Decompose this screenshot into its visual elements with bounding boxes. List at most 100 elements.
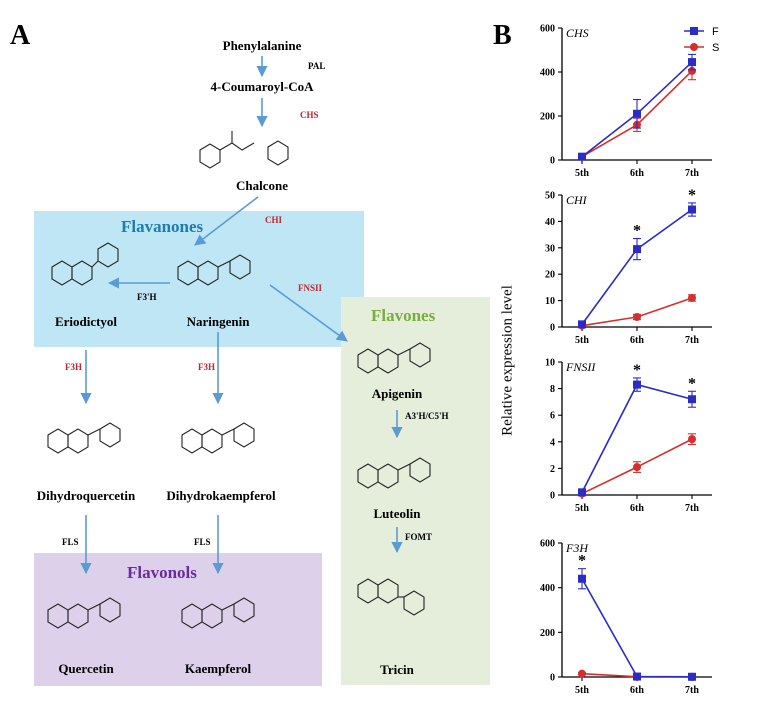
enzyme-fls-right: FLS [194,537,211,547]
legend: F S [684,26,719,54]
flavones-box [341,297,490,685]
enzyme-pal: PAL [308,61,326,71]
f3h-ytick-label: 400 [540,583,555,594]
fnsii-chart-title: FNSII [565,360,596,374]
flavonols-box [34,553,322,686]
naringenin-structure [177,254,251,286]
chi-xtick-label: 5th [575,335,589,346]
enzyme-f3h-prime: F3'H [137,292,157,302]
chi-point-f [578,320,586,329]
fnsii-xtick-label: 7th [685,503,699,514]
chs-point-f [688,58,696,67]
eriodictyol-structure [51,242,119,286]
f3h-series-f-line [581,578,693,678]
f3h-significance-star: * [578,553,586,570]
chalcone-structure [199,131,289,169]
panel-a-letter: A [10,20,31,51]
tricin-structure [357,578,425,616]
fnsii-series-f-line [581,383,693,493]
luteolin-structure [357,457,431,489]
enzyme-chs: CHS [300,110,319,120]
flavones-title: Flavones [371,306,436,325]
chi-xtick-label: 7th [685,335,699,346]
compound-dihydrokaempferol: Dihydrokaempferol [166,488,276,503]
f3h-xtick-label: 7th [685,685,699,696]
compound-phenylalanine: Phenylalanine [222,38,302,53]
chi-point-f [633,245,641,254]
chs-xtick-label: 7th [685,168,699,179]
kaempferol-structure [181,597,255,629]
compound-quercetin: Quercetin [58,661,114,676]
chi-ytick-label: 30 [545,243,555,254]
enzyme-f3h-right: F3H [198,362,215,372]
enzyme-f3h-left: F3H [65,362,82,372]
chs-xtick-label: 6th [630,168,644,179]
enzyme-fnsii: FNSII [298,283,323,293]
f3h-xtick-label: 5th [575,685,589,696]
flavonols-title: Flavonols [127,563,197,582]
f3h-ytick-label: 0 [550,673,555,684]
chi-ytick-label: 50 [545,191,555,202]
chi-point-s [633,312,641,321]
fnsii-point-f [688,395,696,404]
fnsii-point-s [633,463,641,472]
compound-apigenin: Apigenin [371,386,423,401]
f3h-point-f [633,672,641,681]
chs-ytick-label: 600 [540,24,555,35]
fnsii-significance-star: * [633,362,641,379]
legend-marker-f [690,27,698,35]
chs-point-f [578,152,586,161]
f3h-point-f [688,672,696,681]
chs-point-s [688,66,696,75]
enzyme-fls-left: FLS [62,537,79,547]
enzyme-fomt: FOMT [405,532,432,542]
chs-ytick-label: 400 [540,68,555,79]
fnsii-xtick-label: 6th [630,503,644,514]
chi-ytick-label: 20 [545,270,555,281]
fnsii-ytick-label: 4 [550,437,555,448]
chi-ytick-label: 10 [545,296,555,307]
chi-significance-star: * [688,187,696,204]
legend-label-s: S [712,42,719,54]
chi-significance-star: * [633,223,641,240]
compound-chalcone: Chalcone [236,178,288,193]
fnsii-xtick-label: 5th [575,503,589,514]
panel-b-letter: B [493,20,512,51]
compound-luteolin: Luteolin [373,506,421,521]
enzyme-a3h-c5h: A3'H/C5'H [405,411,449,421]
f3h-point-s [578,669,586,678]
flavanones-title: Flavanones [121,217,204,236]
compound-dihydroquercetin: Dihydroquercetin [36,488,136,503]
compound-tricin: Tricin [380,662,414,677]
chs-xtick-label: 5th [575,168,589,179]
apigenin-structure [357,342,431,374]
pathway-arrows [47,56,431,629]
chs-point-f [633,109,641,118]
chi-ytick-label: 40 [545,217,555,228]
f3h-ytick-label: 200 [540,628,555,639]
arrow-chi [194,196,259,246]
fnsii-ytick-label: 6 [550,411,555,422]
dihydrokaempferol-structure [181,422,255,454]
chi-chart-title: CHI [566,193,588,207]
fnsii-point-f [578,488,586,497]
chs-chart-title: CHS [566,26,589,40]
chi-ytick-label: 0 [550,323,555,334]
legend-marker-s [690,43,698,51]
fnsii-ytick-label: 10 [545,358,555,369]
dihydroquercetin-structure [47,422,121,454]
fnsii-significance-star: * [688,375,696,392]
enzyme-chi: CHI [265,215,283,225]
f3h-xtick-label: 6th [630,685,644,696]
f3h-point-f [578,574,586,583]
chi-xtick-label: 6th [630,335,644,346]
chs-ytick-label: 200 [540,112,555,123]
legend-label-f: F [712,26,719,38]
fnsii-ytick-label: 2 [550,464,555,475]
chi-point-f [688,205,696,214]
compound-kaempferol: Kaempferol [184,661,252,676]
fnsii-point-f [633,380,641,389]
chs-ytick-label: 0 [550,156,555,167]
